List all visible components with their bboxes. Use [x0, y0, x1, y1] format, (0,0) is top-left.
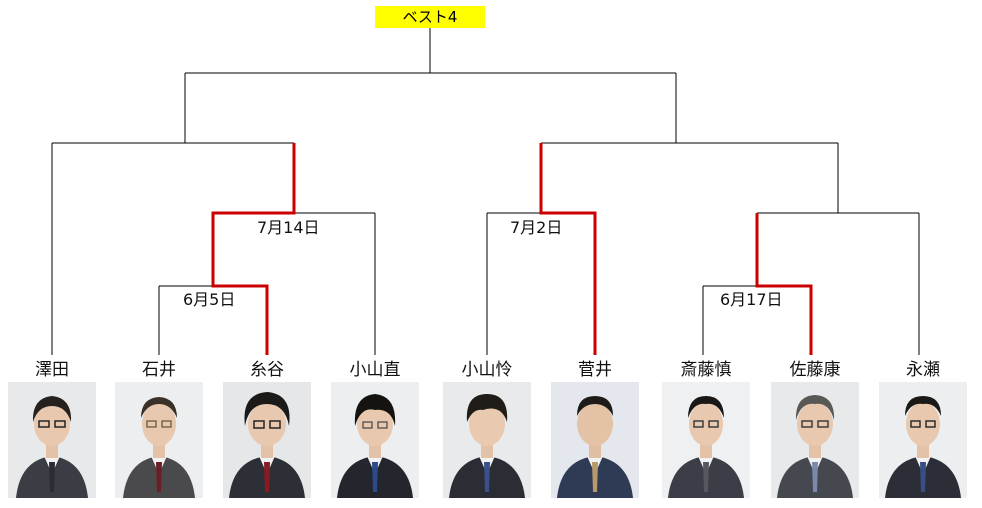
player-card: 永瀬	[877, 360, 969, 498]
match-date-label: 7月2日	[507, 218, 566, 238]
player-name: 永瀬	[906, 360, 940, 380]
player-name: 小山怜	[461, 360, 513, 380]
match-date-label: 6月5日	[180, 290, 239, 310]
player-name: 菅井	[578, 360, 612, 380]
player-photo	[771, 382, 859, 498]
player-name: 糸谷	[250, 360, 284, 380]
player-card: 小山直	[329, 360, 421, 498]
player-card: 菅井	[549, 360, 641, 498]
winner-path-sato	[755, 213, 813, 355]
player-card: 小山怜	[441, 360, 533, 498]
player-photo	[8, 382, 96, 498]
player-card: 糸谷	[221, 360, 313, 498]
winner-path-itodani	[211, 143, 296, 355]
player-photo	[223, 382, 311, 498]
player-card: 斎藤慎	[660, 360, 752, 498]
player-photo	[115, 382, 203, 498]
player-photo	[331, 382, 419, 498]
winner-path-sugai	[539, 143, 597, 355]
player-photo	[879, 382, 967, 498]
best4-title: ベスト4	[375, 6, 485, 28]
player-photo	[662, 382, 750, 498]
player-name: 斎藤慎	[680, 360, 732, 380]
player-card: 佐藤康	[769, 360, 861, 498]
player-name: 石井	[142, 360, 176, 380]
player-photo	[443, 382, 531, 498]
match-date-label: 7月14日	[254, 218, 323, 238]
match-date-label: 6月17日	[717, 290, 786, 310]
player-name: 澤田	[35, 360, 69, 380]
player-photo	[551, 382, 639, 498]
player-name: 小山直	[349, 360, 401, 380]
player-card: 石井	[113, 360, 205, 498]
player-name: 佐藤康	[789, 360, 841, 380]
player-card: 澤田	[6, 360, 98, 498]
